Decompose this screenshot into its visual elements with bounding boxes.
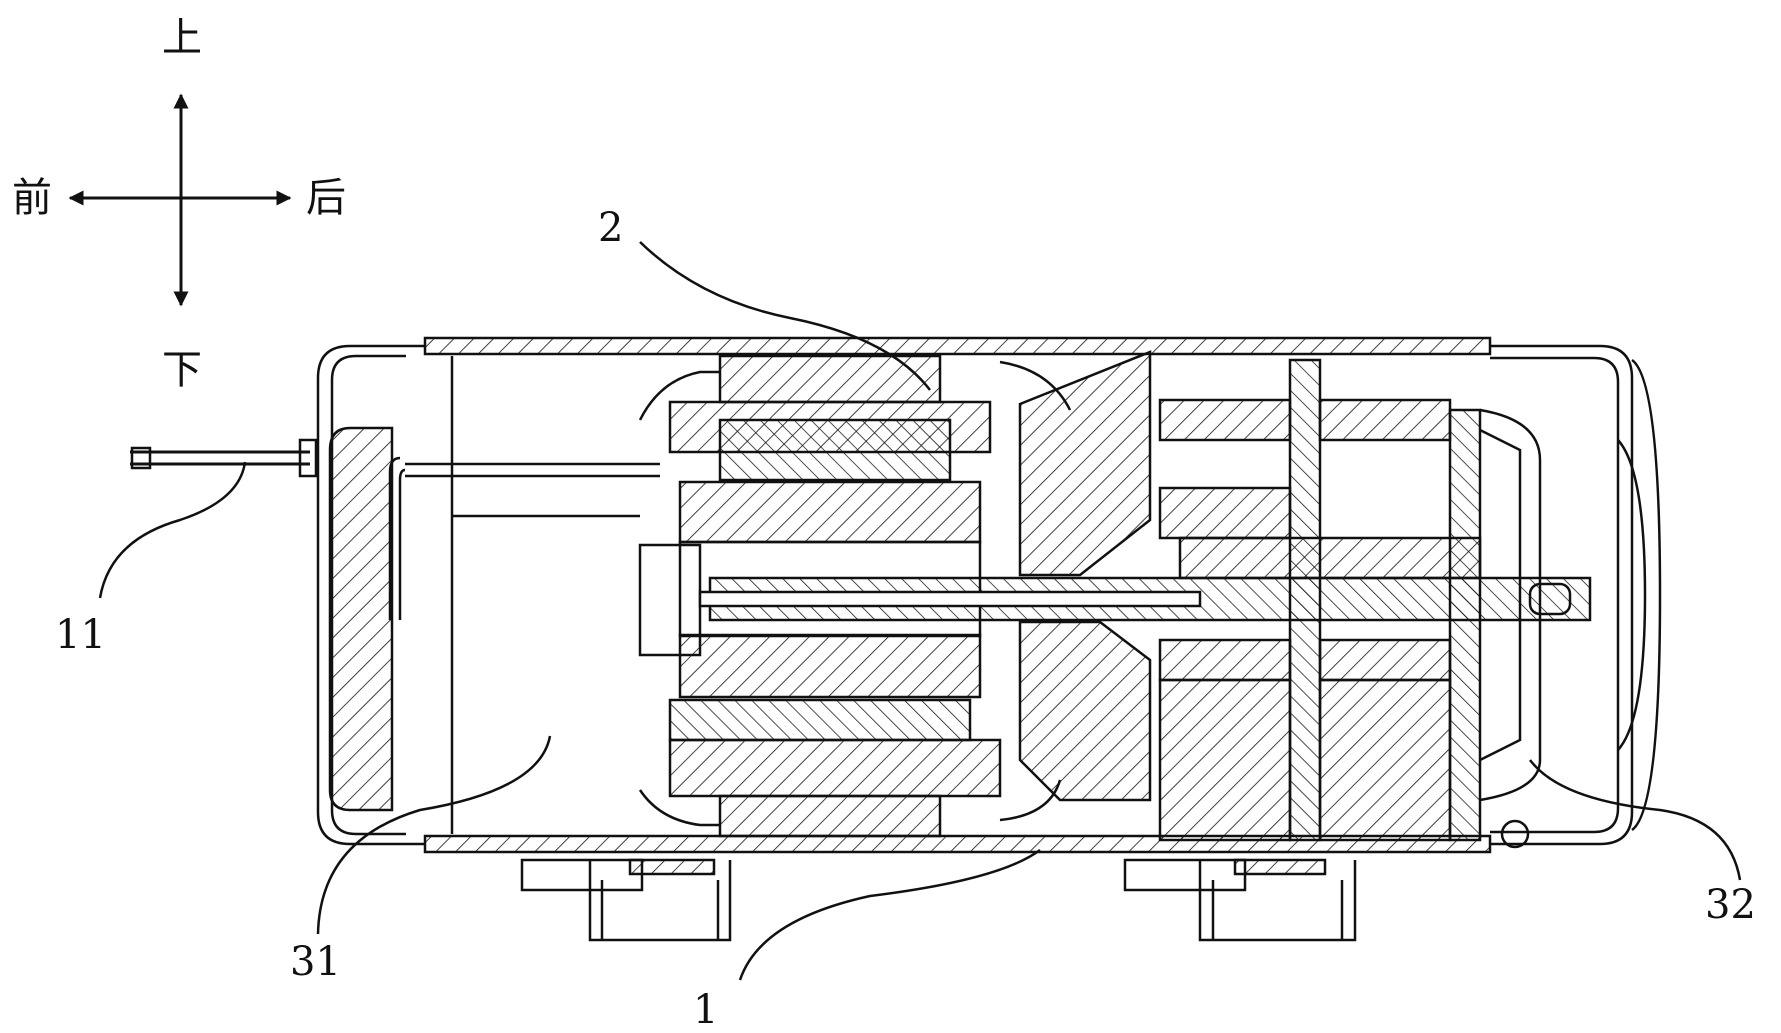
part-label-1: 1 <box>693 990 718 1030</box>
direction-up-label: 上 <box>162 18 202 58</box>
mounting-foot-rear <box>1125 860 1355 940</box>
part-label-2: 2 <box>598 208 623 248</box>
direction-down-label: 下 <box>162 350 202 390</box>
part-label-11: 11 <box>55 615 106 655</box>
direction-front-label: 前 <box>12 178 52 218</box>
direction-indicator <box>70 95 290 305</box>
leader-11 <box>100 462 245 598</box>
direction-back-label: 后 <box>306 178 346 218</box>
leader-32 <box>1530 760 1740 880</box>
leader-1 <box>740 850 1040 980</box>
part-label-31: 31 <box>290 942 341 982</box>
part-label-32: 32 <box>1705 885 1756 925</box>
compressor-body <box>130 338 1660 940</box>
mounting-foot-front <box>522 860 730 940</box>
